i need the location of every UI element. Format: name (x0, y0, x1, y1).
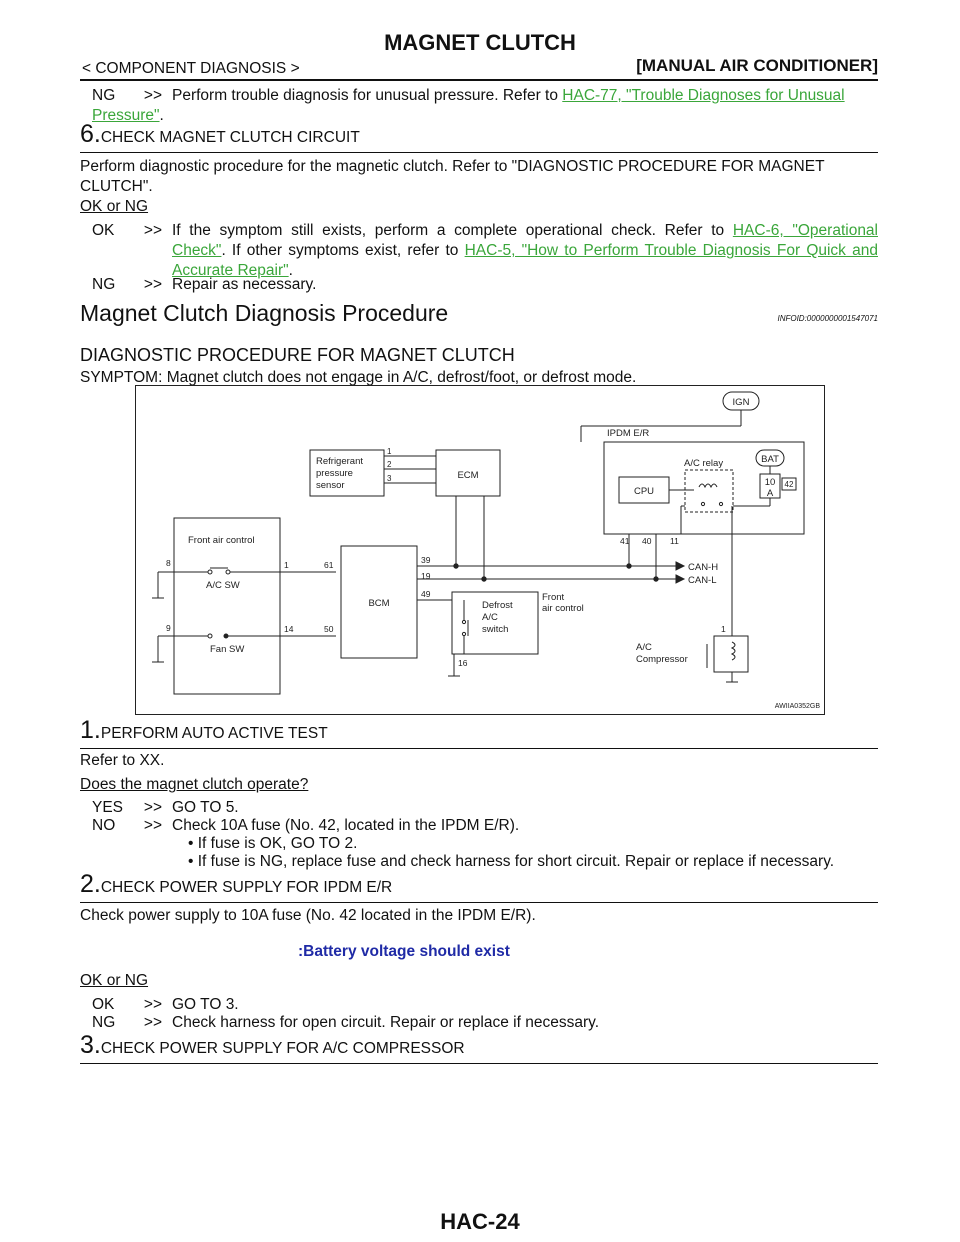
svg-text:11: 11 (670, 536, 679, 546)
svg-text:Front: Front (542, 592, 565, 603)
step-1-bullet-2: • If fuse is NG, replace fuse and check … (188, 853, 835, 870)
ipdm-box (603, 441, 805, 535)
svg-text:14: 14 (284, 624, 294, 634)
diagram-code: AWIIA0352GB (775, 703, 821, 710)
svg-text:16: 16 (458, 658, 468, 668)
svg-text:sensor: sensor (316, 480, 345, 491)
symptom-text: SYMPTOM: Magnet clutch does not engage i… (80, 369, 637, 386)
link-hac5[interactable]: HAC-5, "How to Perform Trouble Diagnosis… (172, 242, 878, 279)
ac-relay-box (684, 469, 734, 513)
svg-text:pressure: pressure (316, 468, 353, 479)
step-6-ng-row: NG>>Repair as necessary. (92, 276, 317, 293)
fuse-number-box (781, 477, 797, 491)
step-2-question: OK or NG (80, 972, 149, 989)
page-title: MAGNET CLUTCH (384, 30, 576, 55)
compressor-box (713, 635, 749, 673)
step-6-body: Perform diagnostic procedure for the mag… (80, 158, 825, 195)
svg-text:A/C SW: A/C SW (206, 580, 240, 591)
step-2-body: Check power supply to 10A fuse (No. 42 l… (80, 907, 536, 924)
svg-text:A: A (767, 488, 774, 499)
step-6-ok-row: OK>> If the symptom still exists, perfor… (92, 222, 878, 279)
wiring-diagram: IGN IPDM E/R CPU A/C relay BAT 10 A 42 R… (135, 385, 825, 715)
can-l-label: CAN-L (688, 575, 717, 586)
link-hac77[interactable]: HAC-77, "Trouble Diagnoses for Unusual P… (92, 87, 845, 124)
svg-text:2: 2 (387, 460, 392, 469)
svg-text:19: 19 (421, 571, 431, 581)
svg-text:41: 41 (620, 536, 630, 546)
step-1-heading: 1.PERFORM AUTO ACTIVE TEST (80, 716, 878, 749)
info-id: INFOID:0000000001547071 (777, 314, 878, 323)
ign-label: IGN (733, 397, 750, 408)
step-1-question: Does the magnet clutch operate? (80, 776, 309, 793)
defrost-switch-box (451, 591, 539, 655)
ipdm-label: IPDM E/R (607, 428, 649, 439)
ecm-label: ECM (457, 470, 478, 481)
bcm-box (340, 545, 418, 659)
step-1-yes-row: YES>>GO TO 5. (92, 799, 239, 816)
svg-text:1: 1 (284, 560, 289, 570)
svg-text:61: 61 (324, 560, 334, 570)
step-3-heading: 3.CHECK POWER SUPPLY FOR A/C COMPRESSOR (80, 1031, 878, 1064)
section-title: Magnet Clutch Diagnosis Procedure (80, 300, 449, 326)
link-hac6[interactable]: HAC-6, "Operational Check" (172, 222, 878, 259)
category-label: [MANUAL AIR CONDITIONER] (636, 56, 878, 75)
section-breadcrumb: < COMPONENT DIAGNOSIS > (82, 60, 300, 77)
step-6-question: OK or NG (80, 198, 149, 215)
step-1-body: Refer to XX. (80, 752, 165, 769)
svg-text:9: 9 (166, 623, 171, 633)
bat-label: BAT (761, 454, 779, 465)
svg-text:1: 1 (721, 624, 726, 634)
ecm-box (435, 449, 501, 497)
svg-text:A/C: A/C (482, 612, 498, 623)
step-2-ok-row: OK>>GO TO 3. (92, 996, 239, 1013)
svg-text:50: 50 (324, 624, 334, 634)
front-air-control-box (173, 517, 281, 695)
header-rule (80, 79, 878, 81)
svg-text:39: 39 (421, 555, 431, 565)
step-2-ng-row: NG>>Check harness for open circuit. Repa… (92, 1014, 600, 1031)
top-ng-row: NG >>Perform trouble diagnosis for unusu… (92, 87, 845, 124)
svg-text:Defrost: Defrost (482, 600, 513, 611)
cpu-label: CPU (634, 486, 654, 497)
svg-text:40: 40 (642, 536, 652, 546)
svg-text:Fan SW: Fan SW (210, 644, 244, 655)
svg-text:Compressor: Compressor (636, 654, 688, 665)
section-subtitle: DIAGNOSTIC PROCEDURE FOR MAGNET CLUTCH (80, 345, 515, 365)
svg-text:8: 8 (166, 558, 171, 568)
can-h-label: CAN-H (688, 562, 718, 573)
result-tag: NG >> (92, 87, 162, 104)
svg-text:Front air control: Front air control (188, 535, 255, 546)
svg-text:air control: air control (542, 603, 584, 614)
bcm-label: BCM (368, 598, 389, 609)
ok-tag: OK>> (92, 222, 162, 239)
svg-text:A/C: A/C (636, 642, 652, 653)
refrigerant-sensor-box (309, 449, 385, 497)
svg-text:3: 3 (387, 474, 392, 483)
svg-text:10: 10 (765, 477, 776, 488)
step-1-no-row: NO>>Check 10A fuse (No. 42, located in t… (92, 817, 520, 834)
step-1-bullet-1: • If fuse is OK, GO TO 2. (188, 835, 358, 852)
step-2-spec: :Battery voltage should exist (298, 943, 510, 960)
svg-text:switch: switch (482, 624, 508, 635)
svg-text:42: 42 (785, 480, 794, 489)
svg-text:Refrigerant: Refrigerant (316, 456, 363, 467)
page-number: HAC-24 (440, 1209, 520, 1234)
svg-text:1: 1 (387, 447, 392, 456)
step-2-heading: 2.CHECK POWER SUPPLY FOR IPDM E/R (80, 870, 878, 903)
step-6-heading: 6.CHECK MAGNET CLUTCH CIRCUIT (80, 120, 878, 153)
ac-relay-label: A/C relay (684, 458, 723, 469)
svg-text:49: 49 (421, 589, 431, 599)
